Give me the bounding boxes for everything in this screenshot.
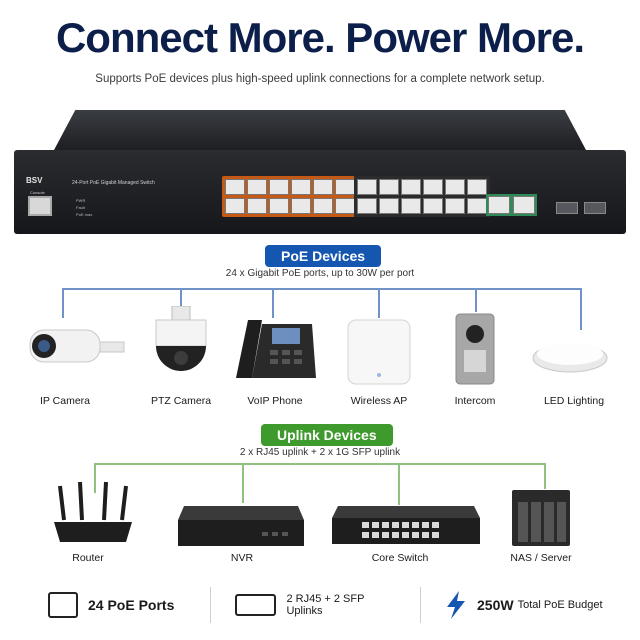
poe-port (247, 198, 267, 214)
device-label-nvr: NVR (230, 552, 254, 564)
router-icon (54, 481, 132, 542)
poe-port (445, 179, 465, 195)
poe-port (401, 179, 421, 195)
nvr-icon (178, 506, 304, 546)
poe-port (379, 179, 399, 195)
poe-port (357, 198, 377, 214)
poe-port (269, 179, 289, 195)
poe-port (357, 179, 377, 195)
switch-model: 24-Port PoE Gigabit Managed Switch (72, 180, 155, 186)
poe-port (247, 179, 267, 195)
poe-port-block-1 (222, 176, 358, 217)
poe-port (467, 179, 487, 195)
poe-port-block-2 (354, 176, 490, 217)
headline: Connect More. Power More. (55, 14, 585, 61)
poe-port (313, 179, 333, 195)
console-label: Console (30, 190, 45, 195)
led-labels: PWR Fault PoE max (76, 198, 93, 217)
poe-port (225, 198, 245, 214)
ethernet-port-icon (48, 592, 78, 618)
device-label-led-lighting: LED Lighting (543, 395, 605, 407)
feature-poe-ports: 24 PoE Ports (0, 587, 210, 623)
poe-port (335, 179, 355, 195)
device-label-ip-camera: IP Camera (40, 395, 90, 407)
device-label-nas-server: NAS / Server (510, 552, 572, 564)
intercom-icon (455, 313, 495, 385)
poe-port (423, 198, 443, 214)
led-lighting-icon (532, 343, 608, 373)
lightning-bolt-icon (447, 591, 465, 619)
subline: Supports PoE devices plus high-speed upl… (95, 73, 545, 85)
switch-brand: BSV (26, 176, 43, 185)
poe-port (423, 179, 443, 195)
core-switch-icon (332, 506, 480, 544)
wireless-ap-icon (347, 319, 411, 385)
feature-poe-budget: 250W Total PoE Budget (420, 587, 640, 623)
poe-port (313, 198, 333, 214)
console-port (28, 196, 52, 216)
uplink-caption: 2 x RJ45 uplink + 2 x 1G SFP uplink (239, 447, 401, 458)
feature-bar: 24 PoE Ports 2 RJ45 + 2 SFP Uplinks 250W… (0, 580, 640, 630)
sfp-port-2 (584, 202, 606, 214)
device-label-intercom: Intercom (454, 395, 496, 407)
uplink-devices-header: Uplink Devices (261, 424, 393, 446)
voip-phone-icon (236, 320, 316, 378)
poe-port (467, 198, 487, 214)
device-label-voip-phone: VoIP Phone (247, 395, 303, 407)
device-label-core-switch: Core Switch (371, 552, 429, 564)
ptz-camera-icon (155, 306, 207, 371)
poe-port (291, 198, 311, 214)
device-label-ptz-camera: PTZ Camera (150, 395, 212, 407)
device-label-router: Router (72, 552, 104, 564)
rj45-uplink-ports (486, 194, 537, 216)
nas-server-icon (512, 490, 570, 546)
poe-port (401, 198, 421, 214)
poe-port (291, 179, 311, 195)
poe-port (445, 198, 465, 214)
poe-caption: 24 x Gigabit PoE ports, up to 30W per po… (225, 268, 415, 279)
sfp-port-1 (556, 202, 578, 214)
feature-uplinks: 2 RJ45 + 2 SFP Uplinks (210, 587, 420, 623)
poe-port (335, 198, 355, 214)
poe-devices-header: PoE Devices (265, 245, 382, 267)
device-label-wireless-ap: Wireless AP (350, 395, 408, 407)
poe-port (379, 198, 399, 214)
poe-port (225, 179, 245, 195)
uplink-ports-icon (235, 594, 277, 616)
poe-port (269, 198, 289, 214)
ip-camera-icon (29, 329, 125, 363)
